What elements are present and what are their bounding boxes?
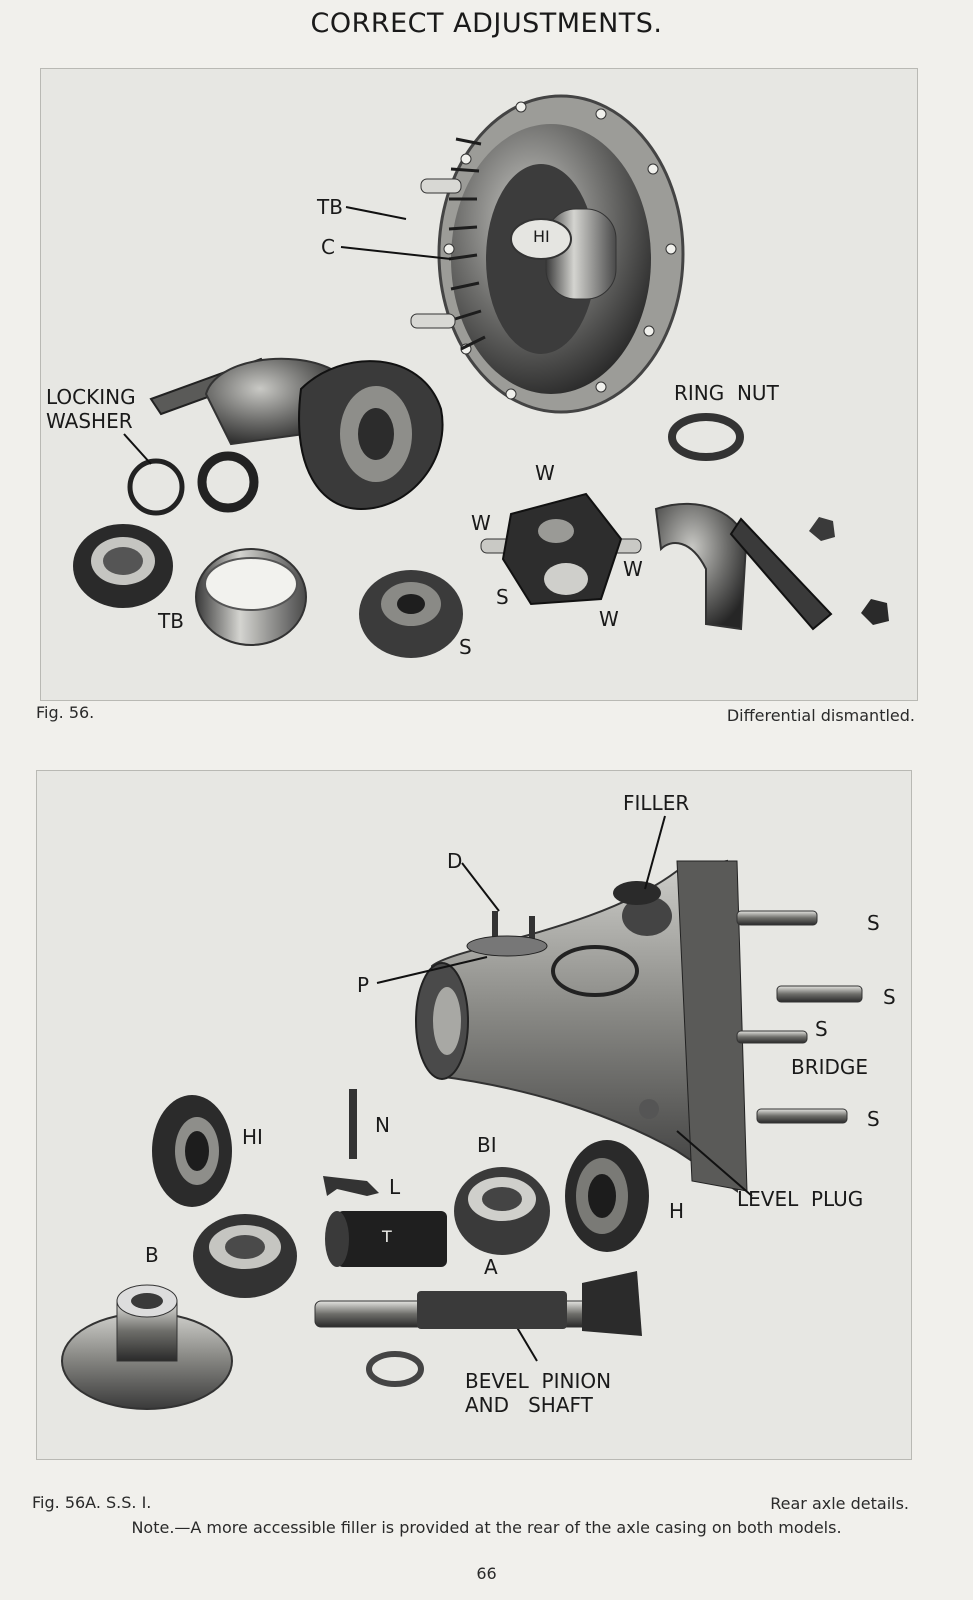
bearing-bi bbox=[454, 1167, 550, 1255]
ring-nut bbox=[668, 413, 744, 461]
sun-gear bbox=[359, 570, 463, 658]
differential-dismantled-illustration bbox=[73, 94, 889, 658]
fig56-number: Fig. 56. bbox=[36, 703, 95, 722]
distance-tube-t bbox=[325, 1211, 447, 1267]
label-p: P bbox=[357, 973, 370, 997]
label-l: L bbox=[389, 1175, 401, 1199]
axle-casing bbox=[415, 859, 748, 1193]
page-title: CORRECT ADJUSTMENTS. bbox=[310, 8, 663, 39]
bearing-cup bbox=[195, 548, 307, 646]
planet-gear-assembly bbox=[480, 492, 642, 606]
label-c: C bbox=[321, 235, 335, 259]
ring-nut-small bbox=[197, 451, 259, 513]
label-d: D bbox=[447, 849, 463, 873]
label-ring-nut: RING NUT bbox=[674, 381, 779, 405]
label-s-2: S bbox=[883, 985, 896, 1009]
fig56a-caption: Rear axle details. bbox=[770, 1494, 909, 1513]
label-bi: BI bbox=[477, 1133, 497, 1157]
shim-washer bbox=[366, 1351, 424, 1387]
taper-bearing bbox=[73, 524, 173, 608]
label-bridge: BRIDGE bbox=[791, 1055, 869, 1079]
label-locking-washer: LOCKING WASHER bbox=[46, 385, 136, 433]
figure-56-photo: TB C HI LOCKING WASHER RING NUT W W W W … bbox=[40, 68, 918, 701]
figure-56a-photo: FILLER D P S S S S BRIDGE N HI BI L H LE… bbox=[36, 770, 912, 1460]
label-s-center: S bbox=[496, 585, 509, 609]
label-b: B bbox=[145, 1243, 159, 1267]
footnote: Note.—A more accessible filler is provid… bbox=[131, 1518, 842, 1537]
bearing-cap-right bbox=[654, 502, 889, 631]
label-s-4: S bbox=[867, 1107, 880, 1131]
label-tb-top: TB bbox=[317, 195, 343, 219]
locking-washer bbox=[127, 458, 185, 516]
label-hi: HI bbox=[533, 227, 550, 246]
label-n: N bbox=[375, 1113, 390, 1137]
label-w-top: W bbox=[535, 461, 555, 485]
lock-l bbox=[323, 1176, 379, 1196]
label-w-right: W bbox=[623, 557, 643, 581]
differential-cage bbox=[298, 360, 444, 511]
label-s-3: S bbox=[815, 1017, 828, 1041]
page-number: 66 bbox=[476, 1564, 497, 1583]
bevel-pinion-shaft bbox=[314, 1271, 642, 1336]
fig56-caption: Differential dismantled. bbox=[726, 706, 915, 725]
bearing-b bbox=[193, 1214, 297, 1298]
hi-castle-nut bbox=[152, 1095, 232, 1207]
differential-housing bbox=[410, 94, 685, 414]
label-a: A bbox=[484, 1255, 498, 1279]
label-bevel-pinion-and-shaft: BEVEL PINION AND SHAFT bbox=[465, 1369, 612, 1417]
rear-axle-details-illustration bbox=[61, 815, 863, 1410]
label-t: T bbox=[382, 1227, 392, 1246]
label-h: H bbox=[669, 1199, 685, 1223]
label-hi: HI bbox=[242, 1125, 263, 1149]
driving-flange bbox=[61, 1284, 233, 1410]
bearing-housing-h bbox=[565, 1140, 649, 1252]
label-w-bottom: W bbox=[599, 607, 619, 631]
label-w-left: W bbox=[471, 511, 491, 535]
fig56a-number: Fig. 56A. S.S. I. bbox=[32, 1493, 152, 1512]
label-tb-bottom: TB bbox=[158, 609, 184, 633]
label-s-bottom: S bbox=[459, 635, 472, 659]
label-s-1: S bbox=[867, 911, 880, 935]
pin-n bbox=[349, 1089, 357, 1159]
label-level-plug: LEVEL PLUG bbox=[737, 1187, 864, 1211]
label-filler: FILLER bbox=[623, 791, 690, 815]
